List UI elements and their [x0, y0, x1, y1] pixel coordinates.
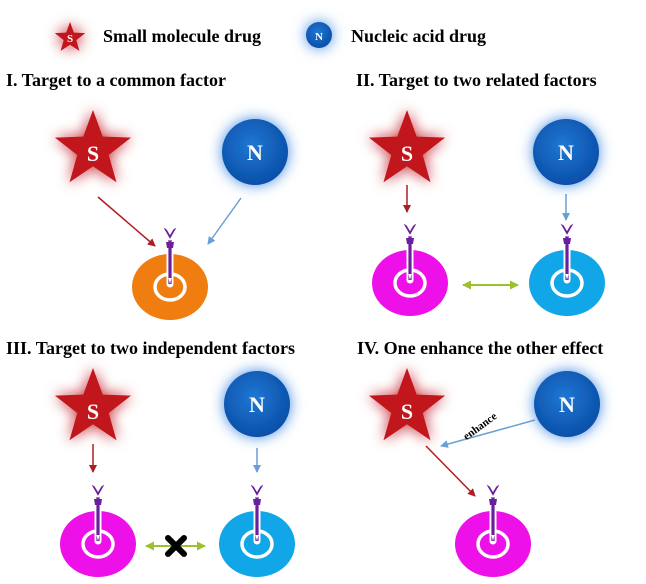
legend-circle-symbol: N: [315, 31, 323, 43]
nucleic-acid-circle: [224, 371, 290, 437]
panel-3: III. Target to two independent factors S…: [6, 338, 295, 577]
star-symbol: S: [401, 141, 413, 166]
star-symbol: S: [87, 141, 99, 166]
panel-1-title: I. Target to a common factor: [6, 70, 226, 90]
nucleic-acid-circle: [222, 119, 288, 185]
legend-star-icon: [54, 22, 86, 51]
cross-icon: [165, 535, 187, 557]
legend: S Small molecule drug N Nucleic acid dru…: [54, 22, 486, 51]
enhance-label: enhance: [461, 410, 499, 442]
circle-symbol: N: [247, 140, 263, 165]
nucleic-acid-circle: [533, 119, 599, 185]
red-arrow: [97, 196, 156, 247]
star-symbol: S: [401, 399, 413, 424]
panel-3-title: III. Target to two independent factors: [6, 338, 295, 358]
panel-4-title: IV. One enhance the other effect: [357, 338, 603, 358]
blue-arrow: [207, 197, 242, 245]
small-molecule-star: [369, 110, 445, 183]
circle-symbol: N: [249, 392, 265, 417]
panel-2: II. Target to two related factors S N: [356, 70, 605, 316]
legend-star-symbol: S: [67, 33, 73, 45]
circle-symbol: N: [559, 392, 575, 417]
legend-circle-icon: [306, 22, 332, 48]
panel-2-title: II. Target to two related factors: [356, 70, 597, 90]
blue-enhance-arrow: [440, 419, 536, 448]
legend-small-molecule-label: Small molecule drug: [103, 26, 261, 46]
panel-4: IV. One enhance the other effect S N enh…: [357, 338, 603, 577]
circle-symbol: N: [558, 140, 574, 165]
panel-1: I. Target to a common factor S N: [6, 70, 288, 320]
small-molecule-star: [369, 368, 445, 441]
legend-nucleic-acid-label: Nucleic acid drug: [351, 26, 486, 46]
small-molecule-star: [55, 110, 131, 183]
star-symbol: S: [87, 399, 99, 424]
red-arrow: [425, 445, 476, 497]
nucleic-acid-circle: [534, 371, 600, 437]
small-molecule-star: [55, 368, 131, 441]
